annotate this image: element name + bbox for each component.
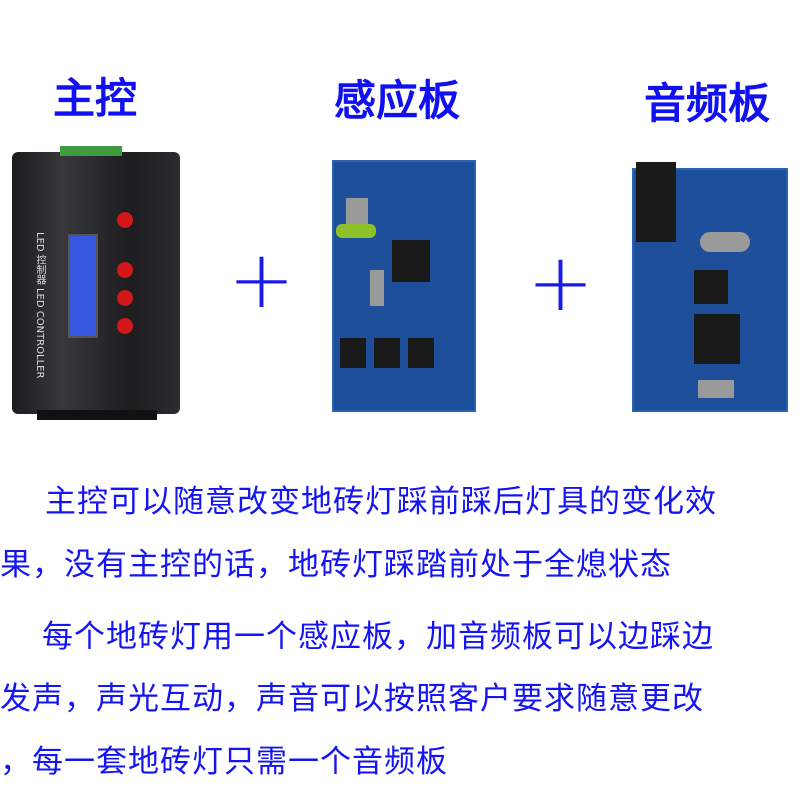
red-button [117, 262, 133, 278]
title-controller: 主控 [53, 74, 138, 123]
ic-chip [694, 270, 728, 304]
terminal-block [60, 146, 122, 156]
controller-label: LED 控制器 LED CONTROLLER [34, 232, 45, 379]
regulator [346, 198, 368, 224]
description-line: 发声，声光互动，声音可以按照客户要求随意更改 [0, 681, 704, 717]
capacitor [336, 224, 376, 238]
description-line: 主控可以随意改变地砖灯踩前踩后灯具的变化效 [45, 484, 717, 520]
red-button [117, 212, 133, 228]
mosfet [374, 338, 400, 368]
description-line: 每个地砖灯用一个感应板，加音频板可以边踩边 [42, 619, 714, 655]
title-audio-board: 音频板 [644, 79, 771, 128]
plus-sign: + [527, 236, 595, 329]
red-button [117, 290, 133, 306]
ic-chip [694, 314, 740, 364]
red-button [117, 318, 133, 334]
title-sensor-board: 感应板 [334, 76, 461, 125]
usb-port [698, 380, 734, 398]
audio-jack [636, 162, 676, 242]
sensor-board-image [332, 160, 476, 412]
controller-device-image: LED 控制器 LED CONTROLLER [12, 146, 180, 420]
crystal [700, 232, 750, 252]
lcd-screen [68, 234, 98, 338]
mosfet [340, 338, 366, 368]
ic-chip [392, 240, 430, 282]
mount-foot [37, 410, 157, 420]
audio-board-image [632, 162, 788, 412]
plus-sign: + [228, 233, 296, 326]
crystal [370, 270, 384, 306]
description-line: ，每一套地砖灯只需一个音频板 [0, 744, 448, 780]
description-line: 果，没有主控的话，地砖灯踩踏前处于全熄状态 [0, 547, 672, 583]
mosfet [408, 338, 434, 368]
